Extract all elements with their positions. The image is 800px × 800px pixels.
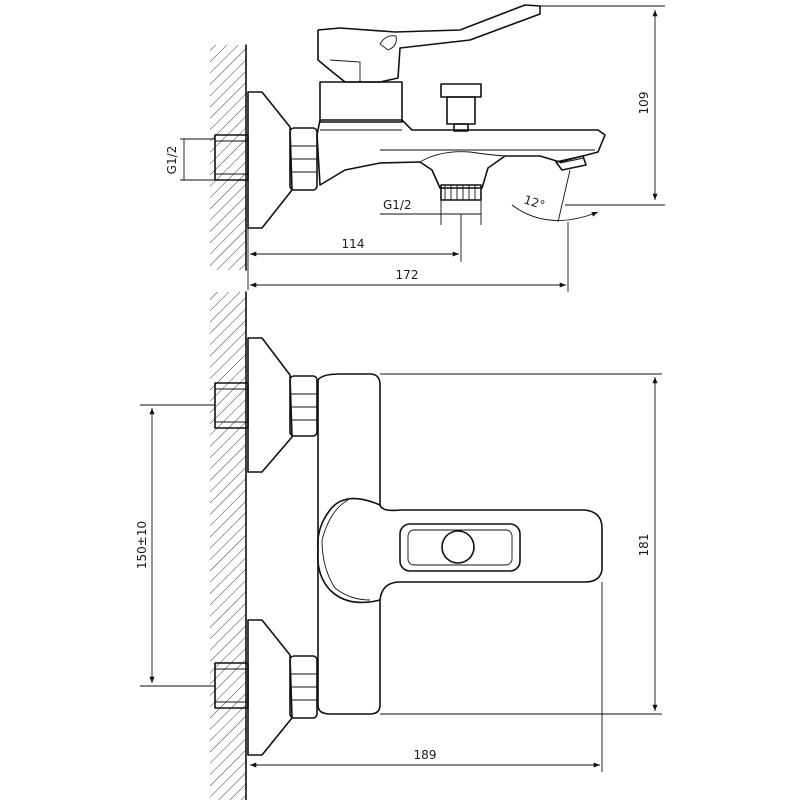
lever-cap — [441, 530, 475, 564]
front-view-dimensions: 150±10 181 189 — [135, 373, 662, 772]
mixer-body-front — [317, 373, 603, 715]
dim-189: 189 — [414, 748, 437, 762]
wall-hatch-top — [210, 45, 246, 270]
lever-handle-side — [317, 4, 541, 83]
spout-outlet — [555, 155, 587, 171]
side-view-dimensions: 109 G1/2 G1/2 12° 114 172 — [165, 5, 665, 292]
dim-109: 109 — [637, 92, 651, 115]
dim-172: 172 — [396, 268, 419, 282]
handle-column — [319, 81, 403, 123]
escutcheon-lower — [247, 619, 293, 756]
escutcheon-upper — [247, 337, 293, 473]
dim-thread-bottom: G1/2 — [383, 198, 412, 212]
wall-hatch-bottom — [210, 292, 246, 800]
hose-thread — [440, 184, 482, 201]
dim-181: 181 — [637, 534, 651, 557]
side-view — [210, 4, 606, 271]
dim-angle-12: 12° — [522, 193, 547, 213]
dim-150: 150±10 — [135, 521, 149, 569]
nut-upper — [289, 375, 318, 437]
front-view — [210, 291, 603, 800]
dim-114: 114 — [342, 237, 365, 251]
diverter-knob — [440, 83, 482, 98]
escutcheon-top — [247, 91, 293, 229]
handle-hub — [316, 497, 381, 604]
lever-slot — [399, 523, 521, 572]
dim-thread-left: G1/2 — [165, 146, 179, 175]
